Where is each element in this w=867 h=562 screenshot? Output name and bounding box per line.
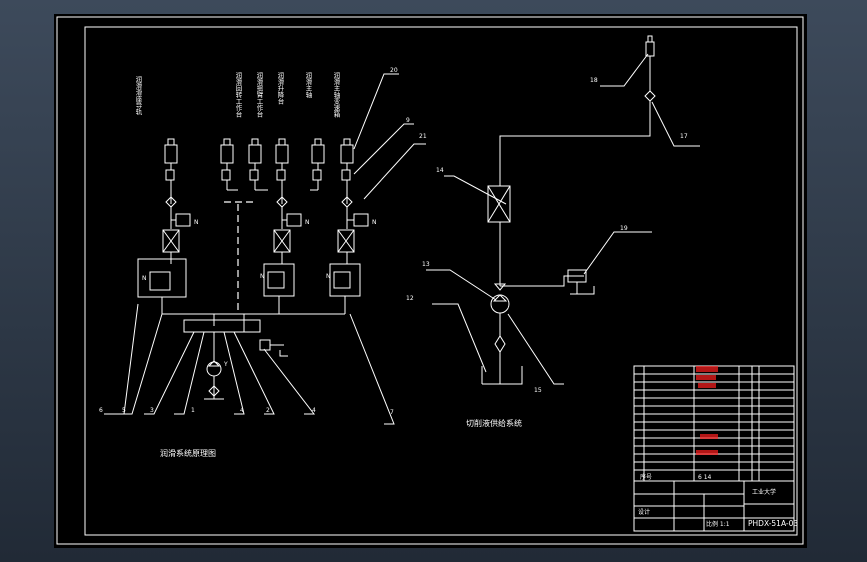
svg-text:N: N: [194, 219, 199, 226]
callout-12: 12: [406, 295, 414, 302]
title-block: 设计 比例 1:1 工业大学 PHDX-51A-03: [633, 480, 798, 532]
callout-20: 20: [390, 67, 398, 74]
label-rocker-table: 润滑摇臂工作台: [255, 71, 263, 119]
school-label: 工业大学: [752, 488, 776, 496]
callout-3: 3: [150, 407, 154, 414]
lube-point-cylinders: [164, 138, 354, 181]
item-header: 序号: [640, 473, 652, 481]
label-rotary-table: 润滑回转工作台: [234, 71, 242, 119]
label-gearbox: 润滑主轴变速箱: [332, 71, 340, 119]
cad-drawing-sheet: 润滑滑座导轨 润滑回转工作台 润滑摇臂工作台 润滑升降台 润滑主轴 润滑主轴变速…: [54, 14, 807, 548]
svg-text:N: N: [260, 273, 265, 280]
callout-2: 2: [266, 407, 270, 414]
sheet-label: 6 14: [698, 474, 712, 481]
callout-5: 5: [122, 407, 126, 414]
callout-4b: 4: [312, 407, 316, 414]
svg-text:N: N: [142, 275, 147, 282]
svg-text:N: N: [372, 219, 377, 226]
callout-1: 1: [191, 407, 195, 414]
lube-system-caption: 润滑系统原理图: [160, 448, 216, 458]
callout-15: 15: [534, 387, 542, 394]
callout-19: 19: [620, 225, 628, 232]
lube-branch-lines: N N N N N N: [137, 180, 377, 326]
left-callouts: 6 5 3 1 4 2 4 7 20 9 21: [99, 67, 427, 425]
label-slide-guide: 润滑滑座导轨: [134, 75, 142, 117]
outer-border: [56, 16, 804, 545]
label-lift-table: 润滑升降台: [276, 71, 284, 106]
label-spindle: 润滑主轴: [304, 71, 312, 100]
drawing-number: PHDX-51A-03: [748, 519, 798, 528]
lube-pump-station: Y: [183, 319, 288, 400]
svg-text:N: N: [326, 273, 331, 280]
callout-18: 18: [590, 77, 598, 84]
coolant-system: [481, 35, 656, 385]
callout-17: 17: [680, 133, 688, 140]
right-callouts: 18 17 14 13 12 15 19: [406, 53, 700, 394]
callout-4a: 4: [240, 407, 244, 414]
callout-7: 7: [390, 409, 394, 416]
callout-6: 6: [99, 407, 103, 414]
callout-14: 14: [436, 167, 444, 174]
callout-9: 9: [406, 117, 410, 124]
svg-text:N: N: [305, 219, 310, 226]
callout-13: 13: [422, 261, 430, 268]
callout-21: 21: [419, 133, 427, 140]
scale-label: 比例 1:1: [706, 520, 730, 528]
inner-border: [84, 26, 798, 536]
lube-point-labels: 润滑滑座导轨 润滑回转工作台 润滑摇臂工作台 润滑升降台 润滑主轴 润滑主轴变速…: [134, 71, 340, 119]
svg-text:Y: Y: [223, 361, 228, 368]
schematic-svg: 润滑滑座导轨 润滑回转工作台 润滑摇臂工作台 润滑升降台 润滑主轴 润滑主轴变速…: [56, 16, 804, 545]
parts-list-table: 序号 6 14: [633, 365, 795, 482]
designer-label: 设计: [638, 508, 650, 516]
coolant-system-caption: 切削液供给系统: [466, 418, 522, 428]
